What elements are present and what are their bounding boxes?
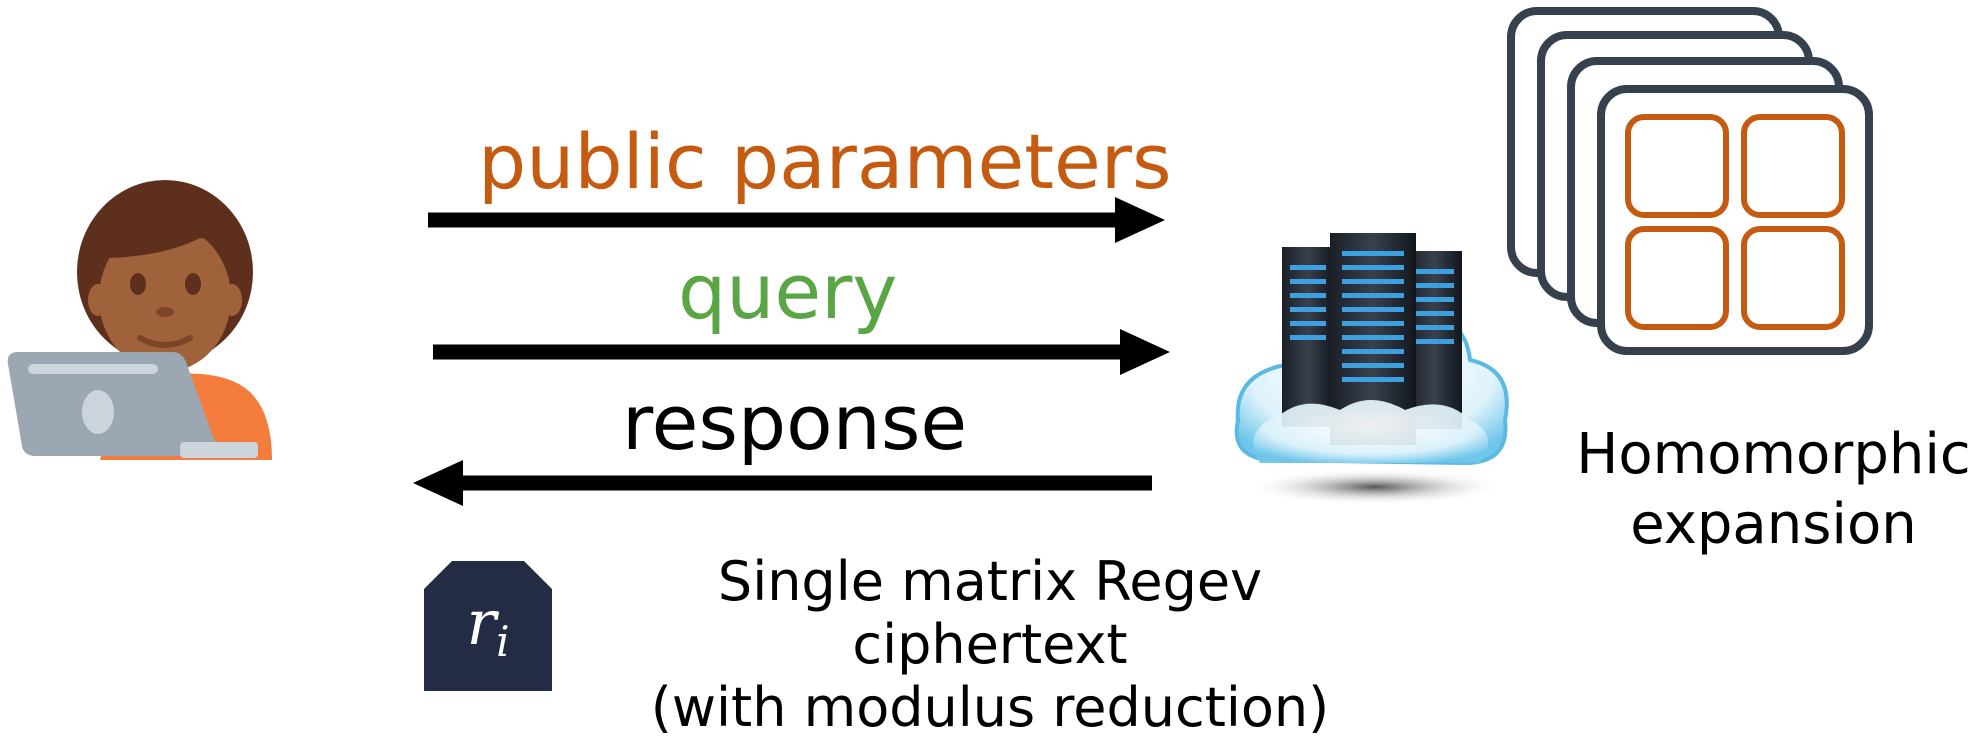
public-parameters-label: public parameters <box>478 117 1172 206</box>
response-arrowhead <box>413 460 463 506</box>
stacked-cards-icon <box>1507 7 1873 355</box>
response-label: response <box>622 378 968 467</box>
legend-text: Single matrix Regev ciphertext (with mod… <box>575 550 1405 740</box>
homomorphic-expansion-caption: Homomorphic expansion <box>1575 420 1972 560</box>
symbol-base: r <box>466 586 497 659</box>
symbol-subscript: i <box>496 617 510 666</box>
legend-line-1: Single matrix Regev ciphertext <box>717 550 1263 677</box>
ciphertext-badge-icon <box>424 561 552 691</box>
ciphertext-symbol: ri <box>424 592 552 663</box>
caption-line-2: expansion <box>1630 492 1917 557</box>
cloud-server-icon <box>1234 233 1509 505</box>
arrows-diagram <box>413 197 1170 506</box>
query-arrowhead <box>1120 329 1170 375</box>
person-with-laptop-icon <box>7 180 272 460</box>
caption-line-1: Homomorphic <box>1576 422 1971 487</box>
legend-line-2: (with modulus reduction) <box>650 676 1330 740</box>
public-parameters-arrowhead <box>1115 197 1165 243</box>
query-label: query <box>678 247 898 336</box>
